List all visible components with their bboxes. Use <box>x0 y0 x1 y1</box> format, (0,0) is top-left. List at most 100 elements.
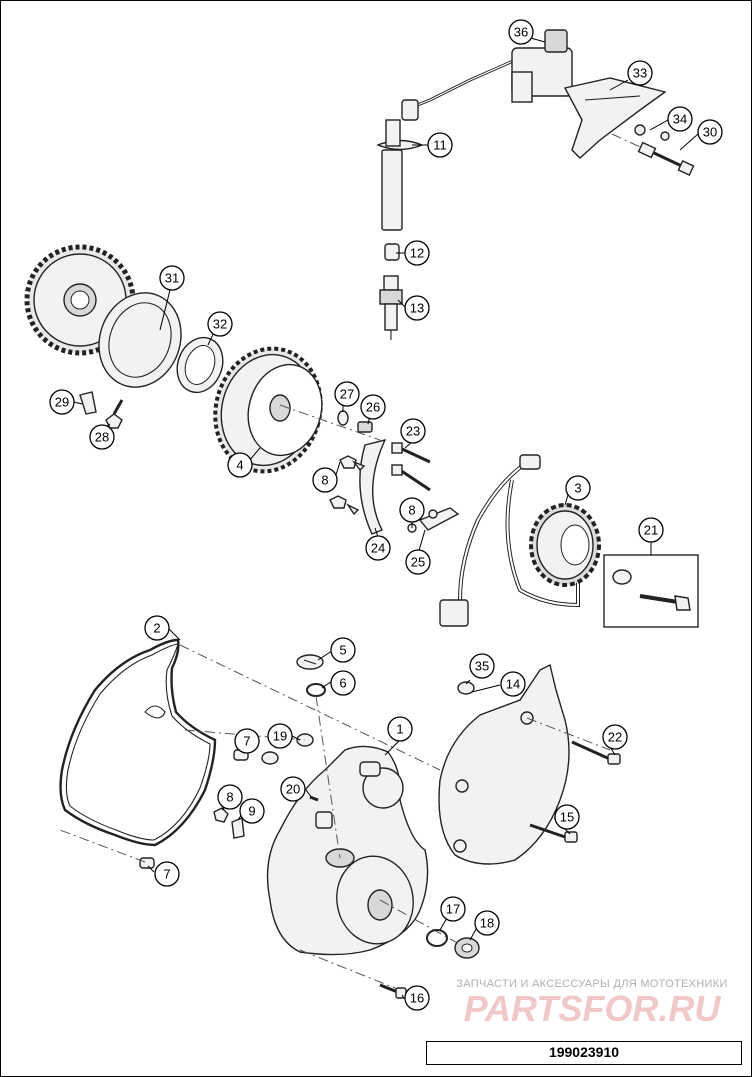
coil-bracket-screws <box>611 124 695 176</box>
svg-text:23: 23 <box>406 424 420 439</box>
callout-25: 25 <box>405 549 431 575</box>
svg-text:2: 2 <box>153 621 160 636</box>
svg-text:25: 25 <box>411 555 425 570</box>
svg-text:27: 27 <box>340 387 354 402</box>
callout-7-upper: 7 <box>234 728 260 754</box>
callout-16: 16 <box>404 985 430 1011</box>
svg-text:21: 21 <box>644 523 658 538</box>
callout-2: 2 <box>144 615 170 641</box>
svg-text:16: 16 <box>410 991 424 1006</box>
axis-lines <box>179 644 471 991</box>
svg-text:22: 22 <box>608 730 622 745</box>
svg-text:11: 11 <box>433 138 447 153</box>
spark-plug <box>379 275 403 340</box>
svg-text:30: 30 <box>703 125 717 140</box>
callout-29: 29 <box>49 389 75 415</box>
svg-text:8: 8 <box>226 790 233 805</box>
callout-17: 17 <box>440 896 466 922</box>
stator-cable <box>439 454 580 627</box>
callout-19: 19 <box>267 723 293 749</box>
callout-33: 33 <box>627 60 653 86</box>
callout-36: 36 <box>508 19 534 45</box>
svg-text:20: 20 <box>286 782 300 797</box>
svg-text:29: 29 <box>55 395 69 410</box>
svg-text:36: 36 <box>514 25 528 40</box>
screw-set-21 <box>603 542 699 628</box>
ignition-coil <box>511 29 573 103</box>
ignition-coil-wire <box>409 56 521 110</box>
cover-plug-5 <box>296 654 324 670</box>
svg-text:31: 31 <box>165 271 179 286</box>
svg-text:5: 5 <box>339 643 346 658</box>
callout-20: 20 <box>280 776 306 802</box>
o-ring-6 <box>306 683 341 859</box>
rotor <box>213 346 323 474</box>
svg-text:15: 15 <box>560 810 574 825</box>
stator <box>529 503 601 587</box>
callout-8-lower: 8 <box>217 784 243 810</box>
callout-35: 35 <box>469 653 495 679</box>
callout-12: 12 <box>404 240 430 266</box>
guide-plate-24 <box>359 438 387 535</box>
coil-bracket <box>563 77 667 159</box>
screws-22-15 <box>526 717 621 843</box>
callout-15: 15 <box>554 804 580 830</box>
svg-text:19: 19 <box>273 729 287 744</box>
callout-24: 24 <box>365 535 391 561</box>
svg-text:12: 12 <box>410 246 424 261</box>
gasket <box>59 638 217 847</box>
screws-23 <box>391 442 431 492</box>
callout-30: 30 <box>697 119 723 145</box>
callout-18: 18 <box>474 910 500 936</box>
callout-34: 34 <box>667 106 693 132</box>
outer-cover-14 <box>438 663 570 865</box>
drawing-number-box: 199023910 <box>426 1041 742 1065</box>
svg-text:13: 13 <box>410 301 424 316</box>
callout-23: 23 <box>400 418 426 444</box>
pulse-sensor-25 <box>407 507 460 533</box>
bracket-9 <box>213 807 245 839</box>
callout-1: 1 <box>387 716 413 742</box>
svg-text:35: 35 <box>475 659 489 674</box>
svg-text:18: 18 <box>480 916 494 931</box>
svg-text:7: 7 <box>243 734 250 749</box>
svg-text:14: 14 <box>506 677 520 692</box>
nuts-8 <box>329 455 366 516</box>
freewheel <box>98 292 182 388</box>
callout-5: 5 <box>330 637 356 663</box>
svg-text:8: 8 <box>408 503 415 518</box>
callout-32: 32 <box>207 311 233 337</box>
screw-28 <box>105 399 124 429</box>
alternator-cover <box>266 745 429 956</box>
svg-text:7: 7 <box>163 867 170 882</box>
callout-8-middle: 8 <box>399 497 425 523</box>
svg-text:32: 32 <box>213 317 227 332</box>
callout-9: 9 <box>239 798 265 824</box>
svg-text:8: 8 <box>321 473 328 488</box>
callout-7-lower: 7 <box>154 861 180 887</box>
svg-text:1: 1 <box>396 722 403 737</box>
callout-28: 28 <box>89 424 115 450</box>
callout-3: 3 <box>565 475 591 501</box>
svg-text:26: 26 <box>366 400 380 415</box>
svg-text:33: 33 <box>633 66 647 81</box>
svg-text:6: 6 <box>339 676 346 691</box>
dowel-pins-7 <box>59 729 306 869</box>
seal-17-18 <box>426 929 480 959</box>
svg-text:34: 34 <box>673 112 687 127</box>
svg-text:3: 3 <box>574 481 581 496</box>
callout-11: 11 <box>427 132 453 158</box>
callout-21: 21 <box>638 517 664 543</box>
callout-8-upper: 8 <box>312 467 338 493</box>
callout-26: 26 <box>360 394 386 420</box>
bushing-35 <box>457 681 475 695</box>
cable-holder <box>79 391 97 415</box>
callout-6: 6 <box>330 670 356 696</box>
callout-4: 4 <box>227 452 253 478</box>
callout-22: 22 <box>602 724 628 750</box>
spark-plug-adapter <box>384 243 400 261</box>
callout-27: 27 <box>334 381 360 407</box>
spark-plug-connector <box>376 99 424 231</box>
callout-14: 14 <box>500 671 526 697</box>
